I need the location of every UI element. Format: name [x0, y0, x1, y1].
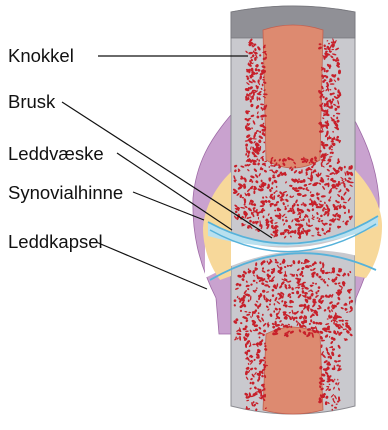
leader-line-joint-capsule — [96, 242, 207, 289]
marrow-upper — [263, 25, 323, 168]
label-joint-capsule: Leddkapsel — [8, 231, 103, 252]
label-bone: Knokkel — [8, 45, 74, 66]
label-synovial-fluid: Leddvæske — [8, 143, 104, 164]
marrow-lower — [263, 327, 323, 414]
label-cartilage: Brusk — [8, 91, 56, 112]
label-synovial-membrane: Synovialhinne — [8, 182, 123, 203]
